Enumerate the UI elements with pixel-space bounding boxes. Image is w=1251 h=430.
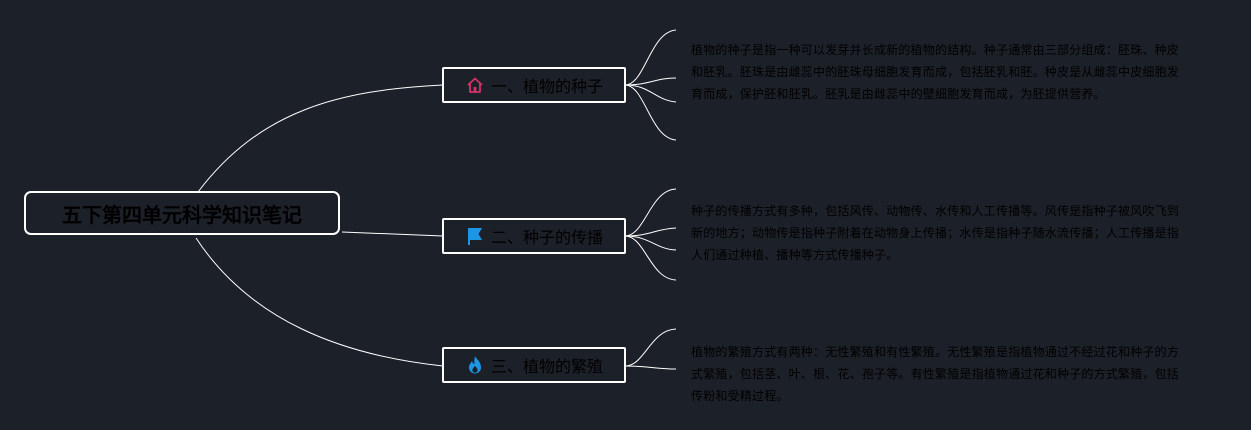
topic-note-3: 植物的繁殖方式有两种：无性繁殖和有性繁殖。无性繁殖是指植物通过不经过花和种子的方… [691, 345, 1180, 403]
topic-1-branch-d [624, 84, 677, 141]
home-icon [465, 75, 485, 95]
topic-2-branch-a [624, 188, 677, 237]
topic-label: 三、植物的繁殖 [490, 357, 603, 376]
topic-label: 一、植物的种子 [490, 77, 603, 96]
topic-node-3[interactable]: 三、植物的繁殖 [442, 347, 626, 383]
topic-2-branch-c [624, 235, 677, 251]
topic-2-branch-b [624, 227, 677, 237]
topic-2-branch-d [624, 235, 677, 281]
flame-icon [465, 355, 485, 375]
topic-1-branch-c [624, 84, 677, 103]
flag-icon [465, 226, 485, 246]
topic-note-1: 植物的种子是指一种可以发芽并长成新的植物的结构。种子通常由三部分组成：胚珠、种皮… [691, 43, 1180, 101]
topic-label: 二、种子的传播 [490, 228, 603, 247]
topic-node-2[interactable]: 二、种子的传播 [442, 218, 626, 254]
root-title: 五下第四单元科学知识笔记 [62, 202, 302, 227]
root-link-topic-3 [195, 237, 444, 367]
root-link-topic-2 [341, 231, 444, 237]
topic-node-1[interactable]: 一、植物的种子 [442, 67, 626, 103]
topic-3-branch-b [624, 365, 677, 370]
topic-note-2: 种子的传播方式有多种，包括风传、动物传、水传和人工传播等。风传是指种子被风吹飞到… [691, 204, 1180, 262]
topic-3-branch-a [624, 328, 677, 367]
root-link-topic-1 [197, 84, 444, 193]
topic-1-branch-a [624, 29, 677, 86]
root-node[interactable]: 五下第四单元科学知识笔记 [24, 191, 340, 235]
